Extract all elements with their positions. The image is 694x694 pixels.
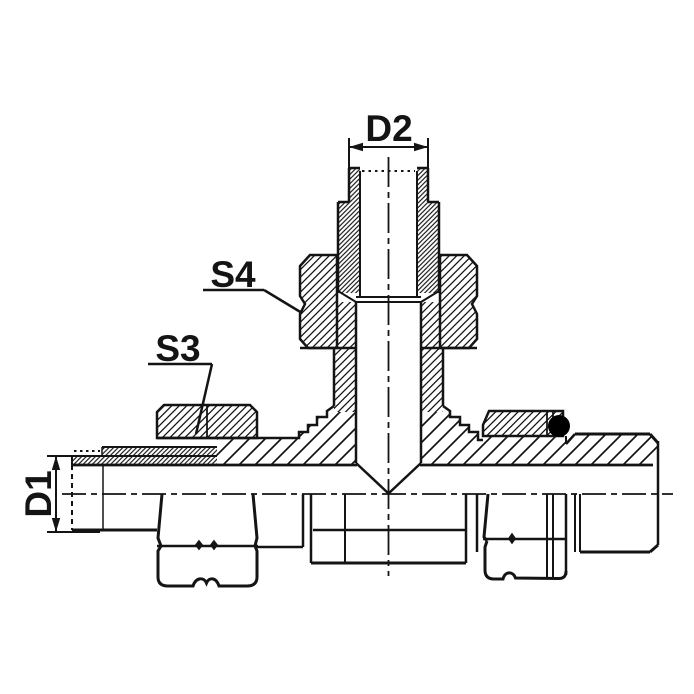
stud-end-chamfer [649, 543, 659, 554]
right-stud-outline [565, 432, 660, 445]
flange-left [217, 406, 356, 465]
s3-nut-section [155, 403, 259, 440]
left-port-thread-strips [72, 447, 217, 465]
top-stud-outline [336, 166, 441, 303]
neck-left [334, 302, 356, 412]
left-groove-steps [257, 494, 346, 563]
arrowhead-left [349, 142, 363, 152]
left-nut-facet-mark-1 [194, 539, 204, 551]
leader-s4 [203, 288, 303, 315]
dimension-labels: D2 S4 S3 D1 [18, 108, 413, 518]
dimension-d1 [47, 455, 100, 533]
right-nut-facet-mark [507, 532, 517, 545]
flare-steps-right [442, 404, 483, 442]
flare-steps-left [157, 404, 335, 440]
o-ring-seal [548, 415, 570, 437]
external-view-lower-half [71, 441, 660, 588]
stud-thread-right [417, 202, 439, 293]
left-nut-external [156, 493, 259, 588]
label-s3: S3 [155, 328, 200, 369]
vertical-bore-outline [354, 302, 423, 495]
s4-locknut-section [298, 253, 479, 350]
stud-wall-right [417, 168, 428, 202]
washer-external-edges [546, 494, 554, 578]
flange-right-and-stud [421, 406, 658, 465]
stud-wall-left [349, 168, 360, 202]
s4-nut-right-block [438, 253, 479, 350]
body-silhouette [311, 494, 479, 565]
body-flange-section [217, 406, 658, 465]
label-d2: D2 [365, 108, 412, 149]
stud-thread-left [338, 202, 360, 293]
top-stud-section [338, 168, 439, 293]
s4-nut-left-block [298, 253, 339, 350]
cone-seat-right-flank [387, 462, 422, 495]
dimension-d2 [348, 138, 429, 171]
label-s4: S4 [210, 254, 256, 295]
body-neck-section [334, 302, 443, 412]
arrowhead-up [51, 456, 61, 470]
section-outlines [71, 166, 660, 495]
washer-and-oring [481, 409, 570, 438]
leader-s3 [148, 362, 214, 435]
neck-right [421, 302, 443, 412]
sectioned-material [72, 168, 658, 465]
cone-seat-left-flank [355, 462, 390, 495]
left-nut-facet-mark-2 [209, 539, 219, 551]
centerlines [62, 157, 673, 576]
label-d1: D1 [18, 470, 59, 517]
neck-outline [300, 346, 477, 406]
tube-end [71, 465, 157, 532]
dimensions [47, 138, 429, 533]
arrowhead-right [414, 142, 428, 152]
right-stud-external [574, 441, 660, 554]
arrowhead-down [51, 518, 61, 532]
tube-wall-strip [72, 456, 217, 465]
nut-thread-strip [102, 447, 217, 456]
